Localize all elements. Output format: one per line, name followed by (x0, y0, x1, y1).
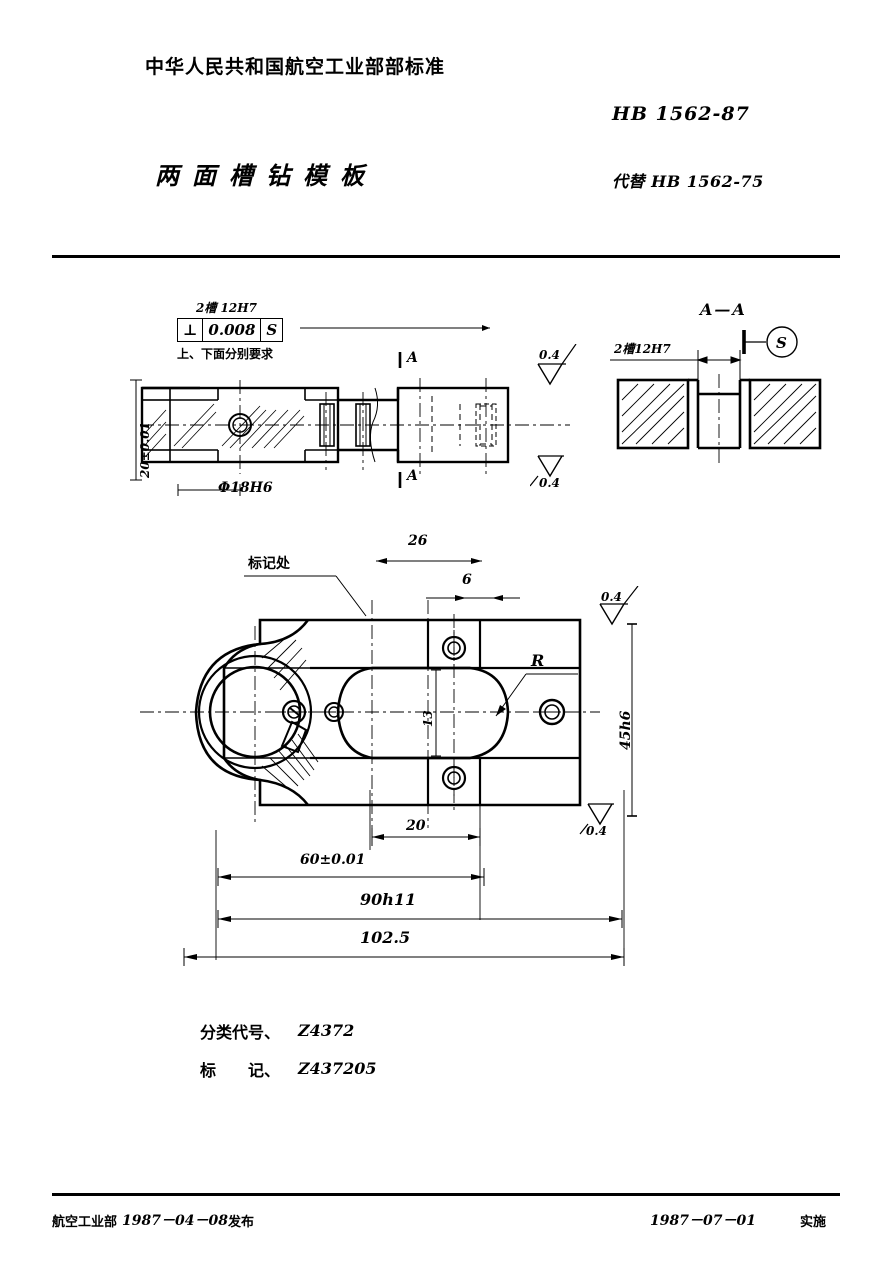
front-slot-callout: 2槽 12H7 (196, 301, 257, 315)
plan-radius-leader (495, 673, 578, 717)
replaces-standard: 代替 HB 1562-75 (612, 172, 764, 191)
plan-dim-6: 6 (462, 572, 472, 588)
fcf-tolerance-value: 0.008 (202, 319, 262, 341)
plan-dim-13-line (431, 669, 441, 757)
classification-code-label: 分类代号、 (200, 1023, 281, 1042)
plan-dim-60: 60±0.01 (300, 852, 366, 868)
plan-dim-20-line (371, 828, 481, 846)
fcf-datum-reference: S (266, 321, 278, 339)
plan-dim-26-line (376, 558, 482, 564)
section-label-bottom: A (407, 468, 418, 484)
plan-surface-symbol-bottom (579, 803, 614, 835)
page-header-organization: 中华人民共和国航空工业部部标准 (145, 56, 446, 78)
front-surface-symbol-bottom (530, 455, 564, 487)
section-view-geometry (616, 350, 822, 466)
footer-divider (52, 1193, 840, 1196)
footer-issue-date: 1987－04－08 (122, 1213, 228, 1229)
plan-surface-finish-bottom: 0.4 (586, 824, 607, 838)
page-title: 两面槽钻模板 (155, 161, 377, 190)
plan-dim-102-line (183, 948, 625, 966)
front-bore-dimension: Φ18H6 (218, 480, 273, 496)
section-mark-line-top (398, 352, 402, 368)
front-surface-finish-bottom: 0.4 (539, 476, 560, 490)
mark-code-label: 标 记、 (200, 1061, 281, 1080)
plan-mark-leader (244, 575, 367, 617)
classification-code-value: Z4372 (298, 1021, 355, 1040)
section-view-label: A—A (700, 300, 747, 319)
plan-radius-callout: R (531, 651, 545, 670)
fcf-leader-line (300, 325, 490, 331)
plan-dim-90: 90h11 (360, 890, 417, 909)
plan-mark-note: 标记处 (248, 556, 290, 572)
plan-dim-60-line (217, 868, 485, 886)
plan-dim-20: 20 (406, 818, 426, 834)
fcf-note: 上、下面分别要求 (177, 347, 274, 361)
plan-dim-extension-lines (215, 790, 625, 960)
section-slot-callout: 2槽12H7 (614, 342, 671, 356)
section-label-top: A (407, 350, 418, 366)
header-divider (52, 255, 840, 258)
front-bore-dim-line (177, 484, 241, 496)
front-surface-symbol-top (537, 344, 577, 386)
mark-code-value: Z437205 (298, 1059, 377, 1078)
plan-surface-symbol-top (599, 586, 639, 626)
plan-dim-26: 26 (408, 533, 428, 549)
datum-letter: S (776, 334, 787, 352)
plan-height-dim-line (627, 623, 637, 817)
feature-control-frame: ⊥ 0.008 S (177, 318, 284, 342)
datum-symbol-s (742, 326, 798, 358)
footer-effective-word: 实施 (800, 1215, 827, 1230)
front-height-dim-line (130, 379, 142, 481)
plan-dim-102: 102.5 (360, 928, 411, 947)
footer-issuer: 航空工业部 (52, 1215, 118, 1230)
footer-effective-date: 1987－07－01 (650, 1213, 756, 1229)
plan-surface-finish-top: 0.4 (601, 590, 622, 604)
plan-view-geometry (140, 600, 600, 828)
standard-number: HB 1562-87 (612, 103, 750, 125)
plan-dim-90-line (217, 910, 623, 928)
footer-issue-word: 发布 (228, 1215, 255, 1230)
front-view-geometry (140, 378, 570, 474)
section-mark-line-bottom (398, 472, 402, 488)
plan-dim-6-line (426, 595, 520, 601)
fcf-symbol-perpendicularity: ⊥ (183, 321, 198, 339)
front-surface-finish-top: 0.4 (539, 348, 560, 362)
